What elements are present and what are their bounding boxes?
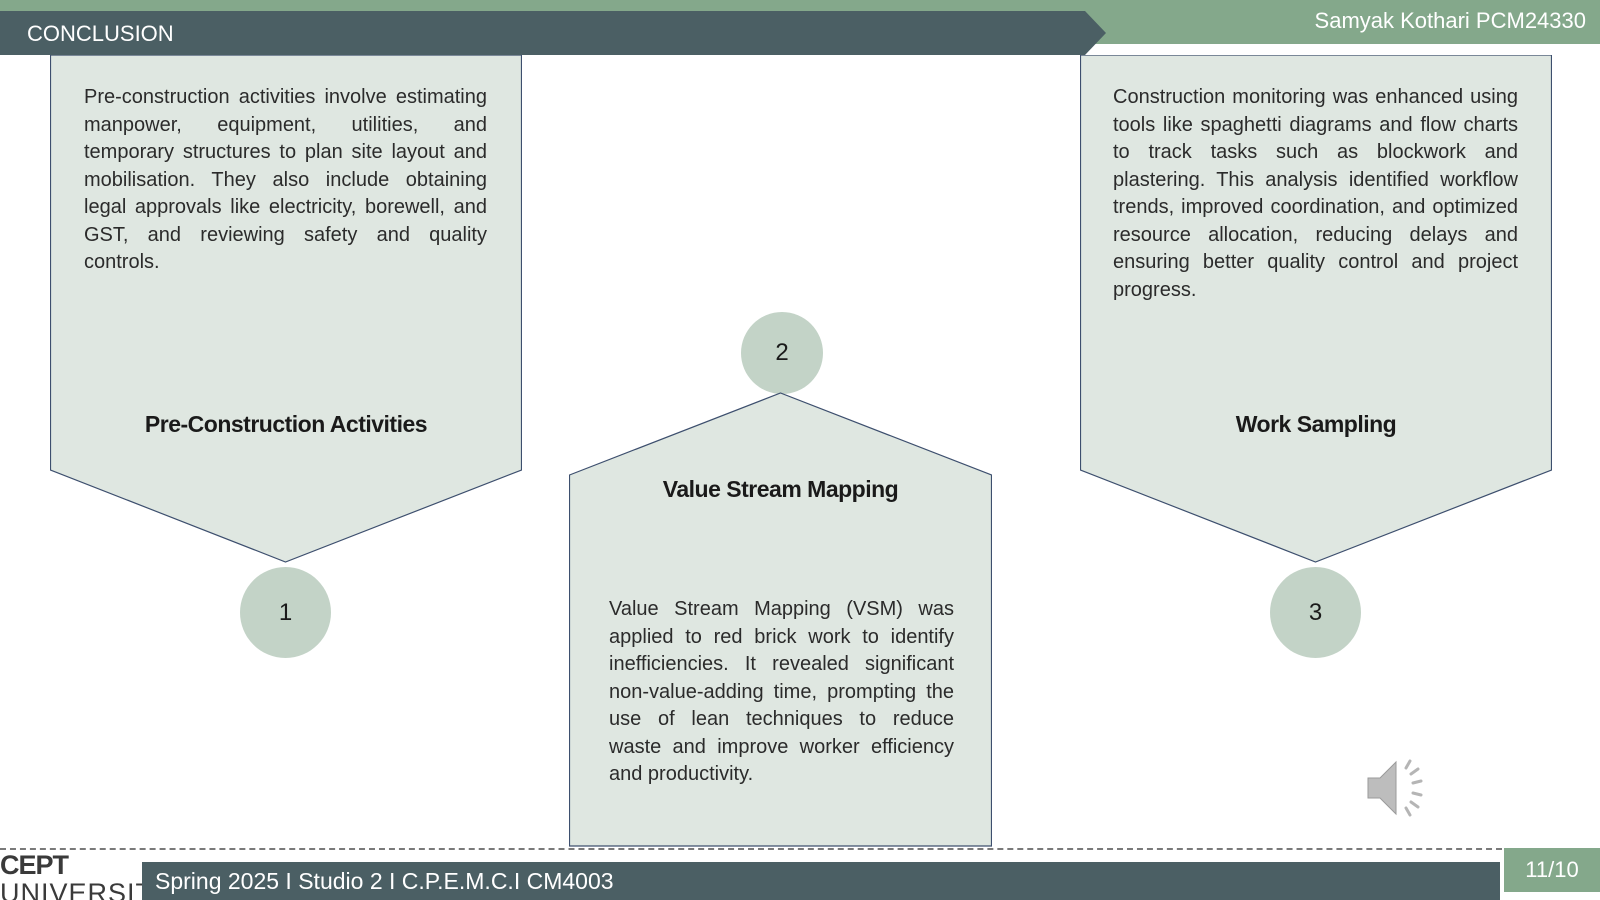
panel-pre-construction-text: Pre-construction activities involve esti… bbox=[84, 86, 487, 273]
panel-value-stream-mapping-shape bbox=[569, 392, 992, 847]
panel-pre-construction-shape bbox=[50, 55, 522, 563]
speaker-icon[interactable] bbox=[1364, 756, 1430, 825]
header-bar: CONCLUSION bbox=[0, 11, 1106, 55]
slide-title: CONCLUSION bbox=[27, 21, 174, 46]
logo-line-university: UNIVERSITY bbox=[0, 878, 142, 900]
panel-work-sampling-title: Work Sampling bbox=[1235, 411, 1397, 437]
cept-university-logo: CEPT UNIVERSITY bbox=[0, 850, 142, 900]
page-number: 11/10 bbox=[1504, 848, 1600, 892]
logo-line-cept: CEPT bbox=[0, 850, 69, 880]
panel-pre-construction: Pre-construction activities involve esti… bbox=[50, 55, 522, 565]
top-accent-strip bbox=[0, 0, 1600, 11]
panel-value-stream-mapping-title: Value Stream Mapping bbox=[662, 476, 899, 502]
panel-value-stream-mapping-text: Value Stream Mapping (VSM) was applied t… bbox=[609, 598, 954, 785]
panel-work-sampling-shape bbox=[1080, 55, 1552, 563]
step-badge-1: 1 bbox=[240, 567, 331, 658]
footer-bar: Spring 2025 I Studio 2 I C.P.E.M.C.I CM4… bbox=[142, 862, 1500, 900]
panel-work-sampling-text: Construction monitoring was enhanced usi… bbox=[1113, 86, 1518, 301]
step-badge-2: 2 bbox=[741, 312, 823, 394]
step-badge-3: 3 bbox=[1270, 567, 1361, 658]
panel-work-sampling: Construction monitoring was enhanced usi… bbox=[1080, 55, 1552, 565]
author-label: Samyak Kothari PCM24330 bbox=[1314, 8, 1586, 33]
panel-value-stream-mapping: Value Stream Mapping Value Stream Mappin… bbox=[569, 392, 992, 847]
footer-divider bbox=[0, 848, 1502, 850]
course-info: Spring 2025 I Studio 2 I C.P.E.M.C.I CM4… bbox=[155, 868, 614, 894]
panel-pre-construction-title: Pre-Construction Activities bbox=[144, 411, 428, 437]
author-band: Samyak Kothari PCM24330 bbox=[1085, 0, 1600, 44]
